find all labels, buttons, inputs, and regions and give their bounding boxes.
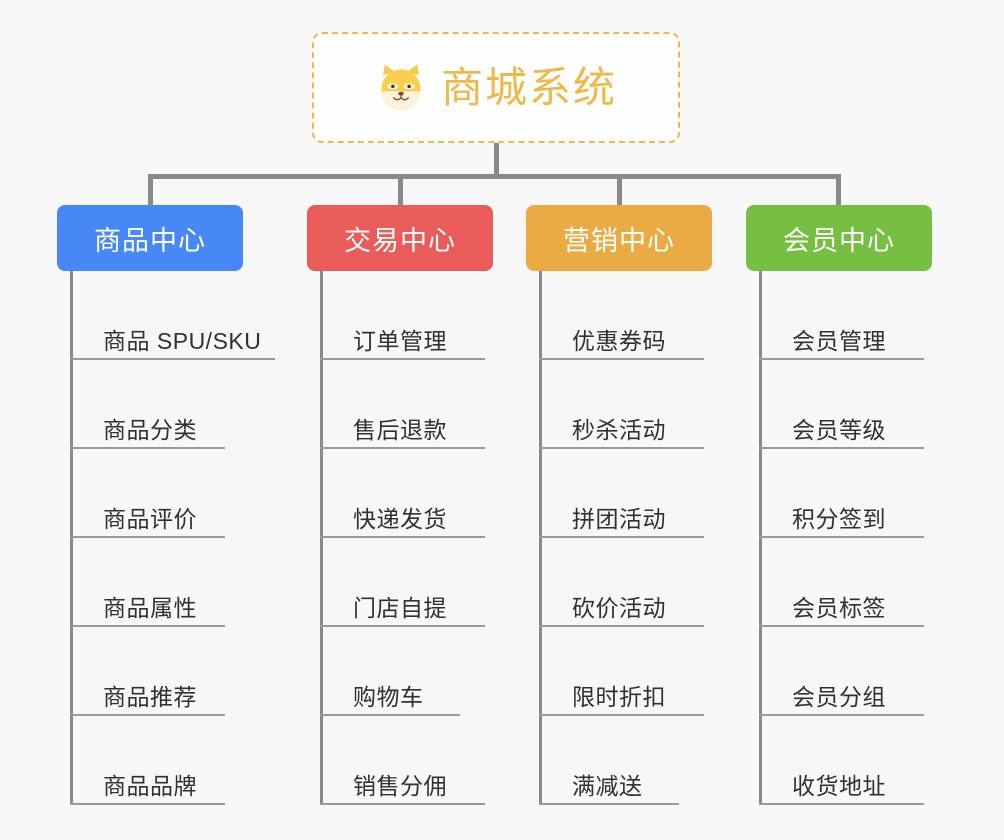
leaf-label: 会员标签 xyxy=(792,595,886,621)
connector-drop-3 xyxy=(617,174,622,207)
leaf-underline xyxy=(539,447,704,449)
leaf-label: 拼团活动 xyxy=(572,506,666,532)
leaf-underline xyxy=(320,447,485,449)
connector-root-stem xyxy=(494,143,499,176)
leaf-label: 限时折扣 xyxy=(572,684,666,710)
leaf-underline xyxy=(539,803,679,805)
category-label: 商品中心 xyxy=(94,225,206,256)
leaf-underline xyxy=(759,536,924,538)
leaf-label: 商品评价 xyxy=(103,506,197,532)
connector-horizontal-bus xyxy=(148,174,838,179)
leaf-label: 满减送 xyxy=(572,773,643,799)
leaf-underline xyxy=(70,803,225,805)
connector-drop-2 xyxy=(398,174,403,207)
leaf-underline xyxy=(320,803,485,805)
leaf-underline xyxy=(70,625,225,627)
connector-drop-4 xyxy=(836,174,841,207)
leaf-label: 会员分组 xyxy=(792,684,886,710)
leaf-label: 销售分佣 xyxy=(353,773,447,799)
leaf-label: 商品分类 xyxy=(103,417,197,443)
leaf-underline xyxy=(539,358,704,360)
leaf-label: 购物车 xyxy=(353,684,424,710)
leaf-label: 会员管理 xyxy=(792,328,886,354)
leaf-underline xyxy=(539,536,704,538)
category-label: 交易中心 xyxy=(344,225,456,256)
leaf-label: 商品推荐 xyxy=(103,684,197,710)
leaf-label: 门店自提 xyxy=(353,595,447,621)
leaf-label: 商品属性 xyxy=(103,595,197,621)
leaf-label: 积分签到 xyxy=(792,506,886,532)
leaf-underline xyxy=(539,714,704,716)
leaf-underline xyxy=(320,358,485,360)
leaf-label: 售后退款 xyxy=(353,417,447,443)
category-label: 会员中心 xyxy=(783,225,895,256)
leaf-label: 秒杀活动 xyxy=(572,417,666,443)
connector-drop-1 xyxy=(148,174,153,207)
leaf-underline xyxy=(70,447,225,449)
leaf-underline xyxy=(70,714,225,716)
leaf-label: 砍价活动 xyxy=(572,595,666,621)
category-node-1[interactable]: 交易中心 xyxy=(307,205,493,271)
category-node-3[interactable]: 会员中心 xyxy=(746,205,932,271)
leaf-label: 订单管理 xyxy=(353,328,447,354)
leaf-underline xyxy=(539,625,704,627)
root-node[interactable]: 商城系统 xyxy=(312,32,680,143)
leaf-label: 快递发货 xyxy=(353,506,447,532)
category-node-2[interactable]: 营销中心 xyxy=(526,205,712,271)
leaf-underline xyxy=(759,625,924,627)
category-label: 营销中心 xyxy=(563,225,675,256)
category-node-0[interactable]: 商品中心 xyxy=(57,205,243,271)
leaf-label: 商品品牌 xyxy=(103,773,197,799)
leaf-label: 收货地址 xyxy=(792,773,886,799)
leaf-underline xyxy=(70,536,225,538)
leaf-underline xyxy=(320,536,485,538)
leaf-label: 优惠券码 xyxy=(572,328,666,354)
root-title: 商城系统 xyxy=(440,63,617,111)
leaf-label: 会员等级 xyxy=(792,417,886,443)
leaf-underline xyxy=(320,625,485,627)
shiba-dog-face-icon xyxy=(381,63,421,111)
leaf-label: 商品 SPU/SKU xyxy=(103,328,262,354)
leaf-underline xyxy=(759,803,924,805)
leaf-underline xyxy=(759,714,924,716)
leaf-underline xyxy=(759,358,924,360)
leaf-underline xyxy=(759,447,924,449)
leaf-underline xyxy=(320,714,460,716)
leaf-underline xyxy=(70,358,275,360)
